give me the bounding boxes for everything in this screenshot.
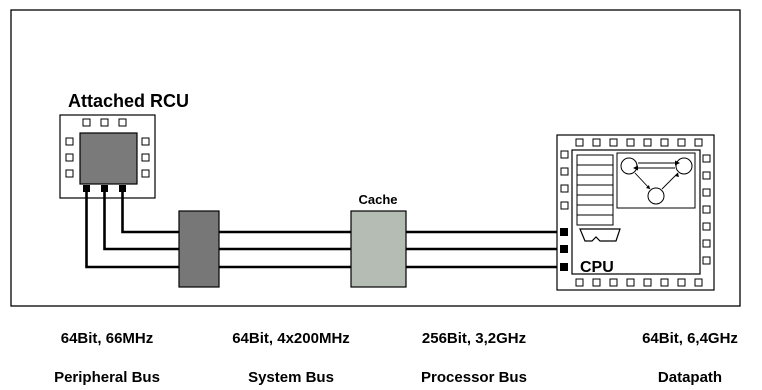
cpu-pin — [677, 278, 686, 287]
cpu-port-2 — [560, 245, 568, 253]
processor-bus-spec: 256Bit, 3,2GHz — [421, 330, 527, 347]
peripheral-bus-name: Peripheral Bus — [54, 369, 160, 386]
cpu-pin — [702, 154, 711, 163]
system-bus-bridge — [178, 210, 220, 288]
cpu-pin — [677, 138, 686, 147]
peripheral-bus-spec: 64Bit, 66MHz — [60, 330, 154, 347]
cpu-pin — [694, 278, 703, 287]
cpu-pin — [560, 201, 569, 210]
datapath-spec: 64Bit, 6,4GHz — [642, 330, 738, 347]
architecture-diagram: Attached RCU Cache — [10, 9, 741, 307]
rcu-pin — [141, 137, 150, 146]
cpu-port-3 — [560, 263, 568, 271]
processor-bus-name: Processor Bus — [421, 369, 527, 386]
cache-label: Cache — [358, 192, 397, 207]
cpu-pin — [626, 138, 635, 147]
cpu-port-1 — [560, 228, 568, 236]
cpu-pin — [560, 184, 569, 193]
cpu-pin — [660, 278, 669, 287]
cpu-pin — [609, 278, 618, 287]
system-bus-spec: 64Bit, 4x200MHz — [232, 330, 350, 347]
cpu-pin — [643, 278, 652, 287]
datapath-name: Datapath — [657, 369, 723, 386]
cpu-pin — [575, 138, 584, 147]
rcu-pin — [65, 137, 74, 146]
rcu-pin — [141, 169, 150, 178]
rcu-pin — [118, 118, 127, 127]
system-bus-name: System Bus — [248, 369, 334, 386]
cpu-pin — [592, 278, 601, 287]
cpu-pin — [592, 138, 601, 147]
rcu-pin — [100, 118, 109, 127]
cpu-pin — [702, 222, 711, 231]
cpu-pin — [702, 188, 711, 197]
rcu-pin — [141, 153, 150, 162]
rcu-pin — [65, 169, 74, 178]
cpu-label: CPU — [580, 259, 614, 276]
cpu-pin — [609, 138, 618, 147]
rcu-title: Attached RCU — [68, 91, 189, 111]
cpu-pin — [560, 150, 569, 159]
cpu-pin — [702, 239, 711, 248]
rcu-port-2 — [101, 185, 108, 192]
cpu-pin — [702, 205, 711, 214]
cpu-pin — [575, 278, 584, 287]
register-file — [576, 154, 614, 226]
cpu-pin — [702, 256, 711, 265]
cpu-chip — [556, 134, 715, 291]
cpu-pin — [560, 167, 569, 176]
cpu-pin — [626, 278, 635, 287]
rcu-chip — [59, 114, 156, 199]
rcu-port-3 — [119, 185, 126, 192]
rcu-core — [79, 132, 138, 185]
rcu-pin — [82, 118, 91, 127]
cpu-pin — [702, 171, 711, 180]
cpu-pin — [643, 138, 652, 147]
cache-block — [350, 210, 407, 288]
alu-icon — [579, 228, 621, 242]
cpu-pin — [694, 138, 703, 147]
rcu-pin — [65, 153, 74, 162]
control-fsm — [616, 152, 696, 209]
cpu-pin — [660, 138, 669, 147]
rcu-port-1 — [83, 185, 90, 192]
